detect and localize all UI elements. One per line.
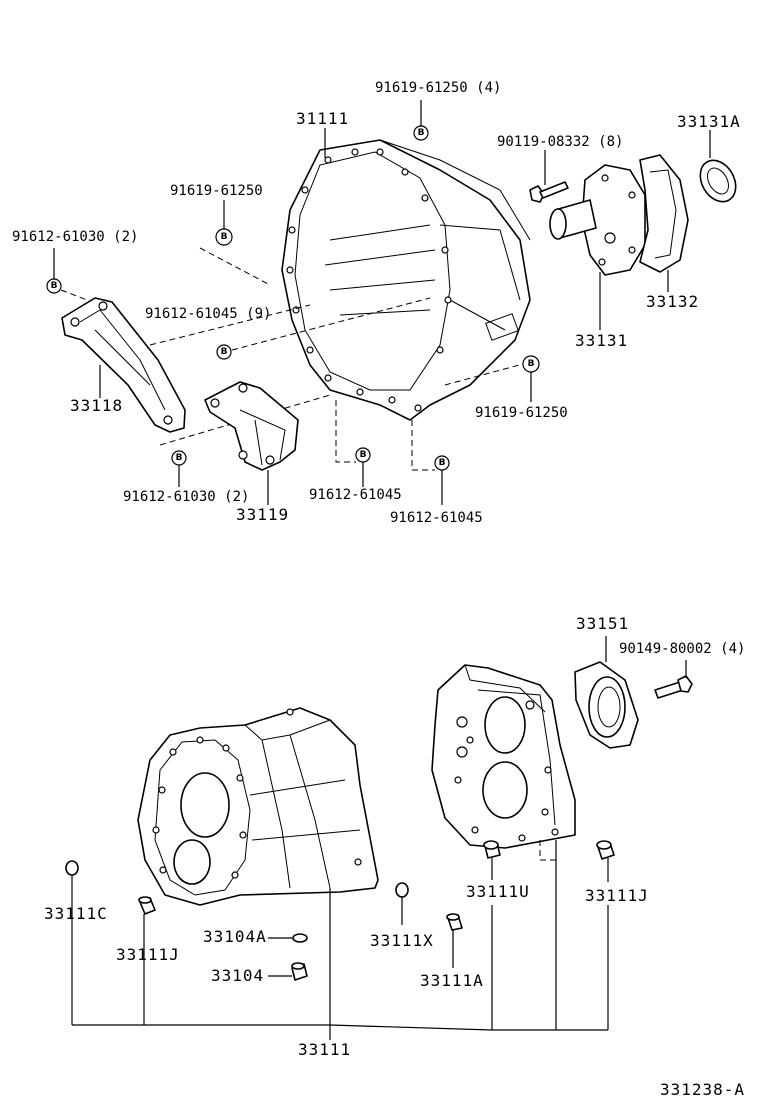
pin-33111J-a[interactable] <box>138 896 156 915</box>
bolt-marker-91612-61045-9: B <box>216 344 232 360</box>
svg-text:B: B <box>360 450 367 460</box>
oil-seal-33131A[interactable] <box>693 154 743 208</box>
bolt-90119-08332[interactable] <box>529 181 569 203</box>
svg-text:B: B <box>418 128 425 138</box>
label-part-33104: 33104 <box>211 966 265 985</box>
label-part-31111-top: 31111 <box>296 109 350 128</box>
bolt-marker-91619-61250-4: B <box>413 125 429 141</box>
pin-33111J-b[interactable] <box>596 840 615 860</box>
bolt-marker-91612-61030-b: B <box>171 450 187 466</box>
plug-33111A[interactable] <box>446 913 463 931</box>
svg-text:B: B <box>439 458 446 468</box>
label-91612-61045-b: 91612-61045 <box>390 510 483 526</box>
bolt-90149-80002[interactable] <box>654 675 693 699</box>
label-part-33131: 33131 <box>575 331 629 350</box>
svg-text:B: B <box>528 359 535 369</box>
washer-33104A[interactable] <box>292 933 308 943</box>
bolt-marker-91612-61030-a: B <box>46 278 62 294</box>
svg-text:B: B <box>51 281 58 291</box>
label-90149-80002-4: 90149-80002 (4) <box>619 641 746 657</box>
pin-33111U[interactable] <box>483 840 501 859</box>
svg-text:B: B <box>221 232 228 242</box>
bracket-33119[interactable] <box>204 381 299 471</box>
label-91619-61250-4: 91619-61250 (4) <box>375 80 502 96</box>
seal-33111X[interactable] <box>395 882 409 898</box>
label-part-33119: 33119 <box>236 505 290 524</box>
label-part-33111A: 33111A <box>420 971 484 990</box>
diagram-id: 331238-A <box>660 1080 746 1099</box>
label-90119-08332-8: 90119-08332 (8) <box>497 134 624 150</box>
gasket-33132[interactable] <box>639 154 689 273</box>
svg-text:B: B <box>176 453 183 463</box>
front-bearing-retainer-33131[interactable] <box>549 164 646 276</box>
label-part-33111J-a: 33111J <box>116 945 180 964</box>
label-part-33111U: 33111U <box>466 882 530 901</box>
label-91612-61030-2-a: 91612-61030 (2) <box>12 229 139 245</box>
intermediate-plate[interactable] <box>431 664 576 849</box>
svg-text:B: B <box>221 347 228 357</box>
bolt-marker-91612-61045-a: B <box>355 447 371 463</box>
bolt-marker-91619-61250-a: B <box>215 228 233 246</box>
label-part-33132: 33132 <box>646 292 700 311</box>
plug-33111C[interactable] <box>65 860 79 876</box>
label-part-33131A: 33131A <box>677 112 741 131</box>
label-part-33111C: 33111C <box>44 904 108 923</box>
bolt-marker-91619-61250-b: B <box>522 355 540 373</box>
rear-bearing-retainer-33151[interactable] <box>574 661 639 749</box>
label-91619-61250-b: 91619-61250 <box>475 405 568 421</box>
label-part-33111X: 33111X <box>370 931 434 950</box>
label-91619-61250-a: 91619-61250 <box>170 183 263 199</box>
clutch-housing-31111[interactable] <box>281 139 531 421</box>
label-part-33104A: 33104A <box>203 927 267 946</box>
label-91612-61045-a: 91612-61045 <box>309 487 402 503</box>
label-91612-61045-9: 91612-61045 (9) <box>145 306 272 322</box>
bolt-marker-91612-61045-b: B <box>434 455 450 471</box>
label-91612-61030-2-b: 91612-61030 (2) <box>123 489 250 505</box>
transmission-case-33111[interactable] <box>137 707 379 906</box>
plug-33104[interactable] <box>291 962 308 981</box>
label-part-33111-bottom: 33111 <box>298 1040 352 1059</box>
bracket-33118[interactable] <box>61 297 186 433</box>
label-part-33151: 33151 <box>576 614 630 633</box>
label-part-33111J-b: 33111J <box>585 886 649 905</box>
label-part-33118: 33118 <box>70 396 124 415</box>
